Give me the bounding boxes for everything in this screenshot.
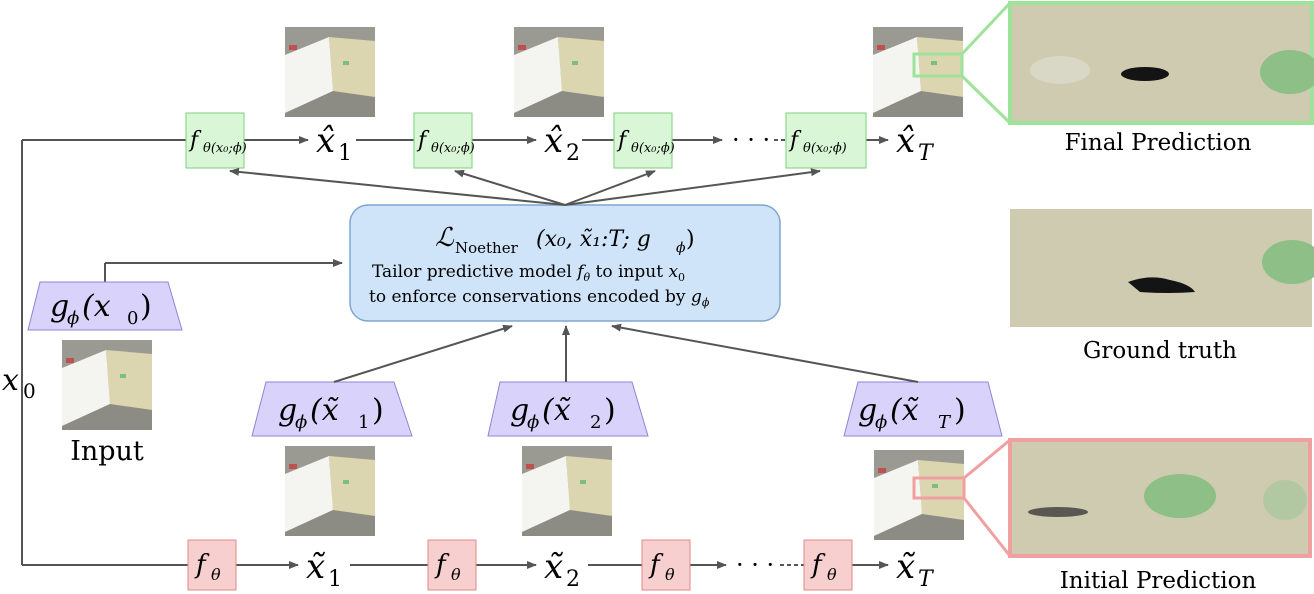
g-node-T — [843, 381, 1003, 437]
g-input-sub: ϕ — [67, 308, 79, 329]
g-node-T-g: g — [858, 393, 877, 428]
top-f-node-3 — [613, 112, 673, 169]
x0-sub: 0 — [23, 379, 36, 403]
x-tilde-1: x̃ — [306, 547, 326, 587]
g-node-T-close: ) — [954, 393, 966, 428]
thumb-x-tilde-T — [874, 450, 964, 540]
caption-ground-truth: Ground truth — [1083, 338, 1237, 364]
loss-line-1: Tailor predictive model fθ to input x0 — [372, 262, 685, 284]
g-node-1-close: ) — [372, 393, 384, 428]
g-node-1-arg-sub: 1 — [358, 412, 369, 433]
x-hat-2-sub: 2 — [566, 141, 580, 166]
image-final-prediction — [1008, 1, 1314, 125]
thumb-x-hat-2 — [514, 27, 604, 117]
g-node-2-sub: ϕ — [527, 412, 539, 433]
caption-initial-prediction: Initial Prediction — [1060, 568, 1257, 594]
g-node-T-arg: (x̃ — [890, 393, 919, 428]
loss-line-2: to enforce conservations encoded by gϕ — [369, 287, 710, 309]
zoom-box-initial — [912, 476, 966, 500]
loss-to-f4 — [564, 168, 821, 206]
caption-input: Input — [70, 436, 144, 467]
thumb-x-tilde-1 — [285, 446, 375, 536]
bottom-f-node-4 — [803, 539, 853, 591]
x-hat-1-sub: 1 — [338, 141, 352, 166]
x-hat-T: x̂ — [896, 121, 915, 161]
bottom-f-node-1 — [187, 539, 237, 591]
top-f-sub-3: θ(x₀;ϕ) — [631, 141, 675, 156]
g-node-1-arg: (x̃ — [310, 393, 339, 428]
loss-to-f1 — [229, 167, 566, 206]
x-tilde-2: x̃ — [544, 547, 564, 587]
x-tilde-2-sub: 2 — [566, 567, 580, 592]
loss-to-f2 — [454, 169, 566, 206]
caption-final-prediction: Final Prediction — [1065, 130, 1252, 156]
x-tilde-T-sub: T — [918, 567, 935, 592]
g-node-T-sub: ϕ — [875, 412, 887, 433]
g-input-close: ) — [140, 289, 152, 324]
top-f-node-4 — [785, 112, 867, 169]
g-input-arg: (x — [82, 289, 111, 324]
image-ground-truth — [1010, 209, 1314, 327]
thumb-input — [62, 340, 152, 430]
thumb-x-tilde-2 — [522, 446, 612, 536]
thumb-x-hat-1 — [285, 27, 375, 117]
loss-title-close: ) — [686, 227, 695, 252]
top-ellipsis: · · · — [732, 126, 770, 154]
bottom-f-sub-4: θ — [827, 565, 837, 584]
loss-to-f3 — [564, 170, 656, 206]
top-f-node-2 — [413, 112, 473, 169]
x-tilde-T: x̃ — [896, 547, 916, 587]
g-node-1-sub: ϕ — [295, 412, 307, 433]
g-input-arg-sub: 0 — [127, 308, 138, 329]
g-node-2-arg-sub: 2 — [590, 412, 601, 433]
x-hat-T-sub: T — [918, 141, 935, 166]
bottom-f-node-2 — [427, 539, 477, 591]
zoom-line-initial-bottom — [962, 497, 1012, 557]
bottom-f-sub-3: θ — [665, 565, 675, 584]
g-input-node — [27, 281, 183, 331]
gT-to-loss — [611, 323, 919, 383]
zoom-box-final — [912, 52, 964, 78]
loss-title-args-sub: ϕ — [676, 240, 686, 256]
g-input-g: g — [50, 289, 69, 324]
top-f-sub-1: θ(x₀;ϕ) — [203, 141, 247, 156]
g-node-T-arg-sub: T — [938, 412, 952, 433]
bottom-f-sub-1: θ — [211, 565, 221, 584]
bottom-f-sub-2: θ — [451, 565, 461, 584]
zoom-line-final-bottom — [960, 74, 1012, 125]
zoom-line-initial-top — [963, 438, 1011, 480]
top-f-node-1 — [185, 112, 245, 169]
g1-to-loss — [333, 324, 513, 383]
g-node-1-g: g — [278, 393, 297, 428]
g-node-2-arg: (x̃ — [542, 393, 571, 428]
loss-title-args: (x₀, x̃₁:T; g — [536, 227, 651, 252]
top-f-sub-2: θ(x₀;ϕ) — [431, 141, 475, 156]
x-tilde-1-sub: 1 — [328, 567, 342, 592]
g-node-2-close: ) — [604, 393, 616, 428]
loss-title-L: ℒ — [435, 223, 455, 253]
top-f-sub-4: θ(x₀;ϕ) — [803, 141, 847, 156]
g-node-2-g: g — [510, 393, 529, 428]
bottom-ellipsis: · · · — [736, 551, 774, 579]
x-hat-1: x̂ — [316, 121, 335, 161]
thumb-x-hat-T — [873, 27, 963, 117]
image-initial-prediction — [1008, 438, 1312, 558]
g-node-2 — [487, 381, 649, 437]
x-hat-2: x̂ — [544, 121, 563, 161]
loss-title-sub: Noether — [455, 239, 519, 257]
zoom-line-final-top — [960, 1, 1012, 56]
bottom-f-node-3 — [641, 539, 691, 591]
g-node-1 — [251, 381, 413, 437]
x0-label: x — [2, 363, 19, 398]
